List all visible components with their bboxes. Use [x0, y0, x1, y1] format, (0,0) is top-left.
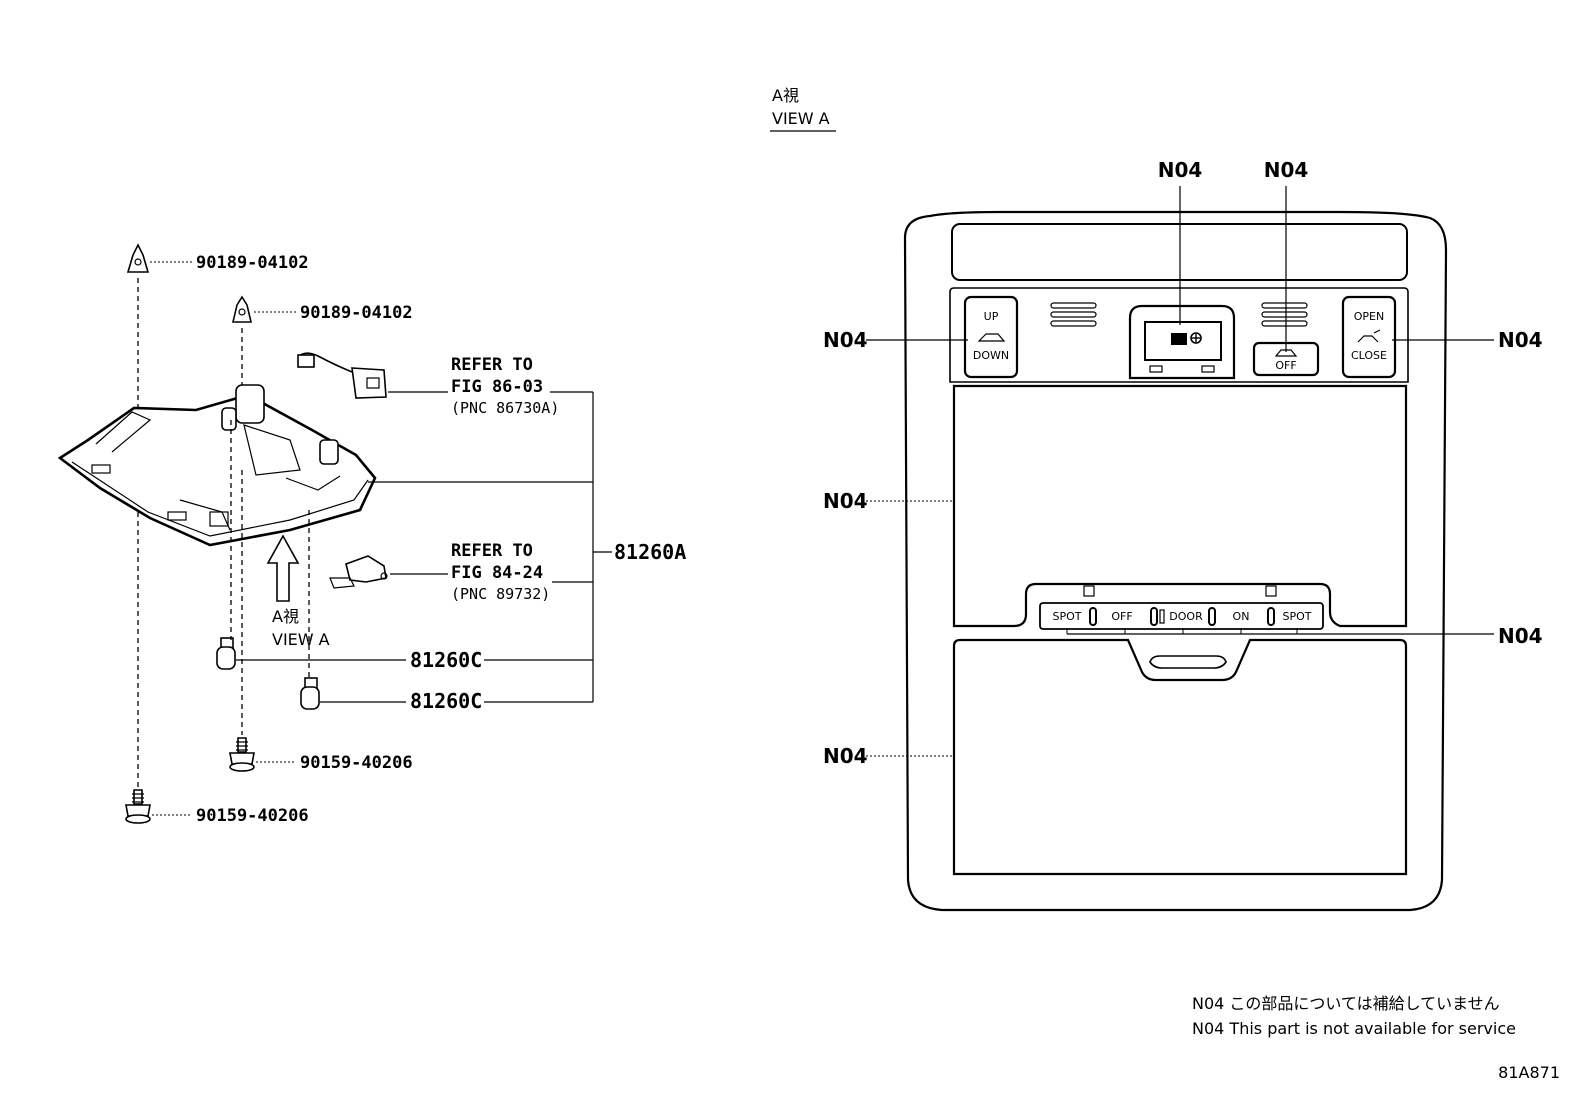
screw-upper-icon — [229, 737, 255, 772]
view-label-jp-left: A視 — [272, 607, 299, 626]
sunroof-close-label: CLOSE — [1351, 349, 1387, 362]
footnote-jp: N04 この部品については補給していません — [1192, 994, 1500, 1013]
view-a-panel: A視 VIEW A UP DOWN — [770, 86, 1543, 912]
n04-callout-lower-lens: N04 — [823, 744, 868, 768]
map-lamp-lens-lower — [952, 638, 1408, 876]
n04-callout-tilt-button: N04 — [823, 328, 868, 352]
sunroof-open-label: OPEN — [1354, 310, 1384, 323]
roof-console-housing-icon — [57, 384, 377, 547]
console-outer-frame — [903, 210, 1448, 912]
ref1-line1: REFER TO — [451, 355, 533, 375]
passenger-airbag-icon — [1171, 332, 1202, 345]
speaker-grille-left — [1050, 302, 1097, 327]
lens-release-tab[interactable] — [1149, 655, 1227, 669]
switch-label-off: OFF — [1111, 610, 1132, 623]
ref2-line3: (PNC 89732) — [451, 585, 550, 603]
airbag-indicator-housing — [1128, 304, 1236, 380]
switch-label-door: DOOR — [1169, 610, 1203, 623]
switch-label-spot-left: SPOT — [1053, 610, 1082, 623]
sensor-connector-icon — [329, 555, 388, 589]
n04-callout-airbag-off: N04 — [1264, 158, 1309, 182]
map-lamp-lens-upper — [952, 384, 1408, 628]
speaker-grille-right — [1261, 302, 1308, 327]
sunroof-up-label: UP — [984, 310, 999, 323]
sunroof-tilt-button[interactable] — [963, 295, 1019, 379]
switch-label-spot-right: SPOT — [1283, 610, 1312, 623]
screw-lower-icon — [125, 789, 151, 824]
ref1-line3: (PNC 86730A) — [451, 399, 559, 417]
exploded-assembly: 90189-04102 90189-04102 — [57, 243, 686, 826]
sunroof-slide-button[interactable] — [1341, 295, 1397, 379]
spot-right-slider[interactable] — [1267, 607, 1275, 626]
ref2-line2: FIG 84-24 — [451, 563, 543, 583]
n04-callout-upper-lens: N04 — [823, 489, 868, 513]
part-number-screw-lower: 90159-40206 — [196, 806, 309, 826]
view-label-en-right: VIEW A — [772, 109, 830, 128]
car-tilt-icon — [977, 333, 1006, 342]
car-slide-icon — [1357, 329, 1381, 343]
sunroof-down-label: DOWN — [973, 349, 1009, 362]
figure-code: 81A871 — [1498, 1063, 1560, 1082]
view-arrow-icon — [266, 534, 300, 602]
bulb-upper-icon — [216, 637, 236, 670]
part-number-screw-upper: 90159-40206 — [300, 753, 413, 773]
view-label-en-left: VIEW A — [272, 630, 330, 649]
mode-door-slider[interactable] — [1208, 607, 1216, 626]
console-button-row — [949, 287, 1409, 383]
n04-callout-slide-button: N04 — [1498, 328, 1543, 352]
bulb-lower-icon — [300, 677, 320, 710]
ref2-line1: REFER TO — [451, 541, 533, 561]
airbag-off-label: OFF — [1275, 359, 1296, 372]
clip-second-icon — [231, 295, 253, 323]
part-number-assembly: 81260A — [614, 540, 686, 564]
airbag-off-car-icon — [1274, 349, 1298, 357]
spot-left-slider[interactable] — [1089, 607, 1097, 626]
part-number-bulb-upper: 81260C — [410, 648, 482, 672]
airbag-indicator-display — [1144, 321, 1222, 361]
part-number-bulb-lower: 81260C — [410, 689, 482, 713]
part-number-clip-second: 90189-04102 — [300, 303, 413, 323]
wire-harness-icon — [297, 352, 387, 399]
footnote-en: N04 This part is not available for servi… — [1192, 1019, 1516, 1038]
mode-off-slider[interactable] — [1150, 607, 1158, 626]
ref1-line2: FIG 86-03 — [451, 377, 543, 397]
part-number-clip-top: 90189-04102 — [196, 253, 309, 273]
lamp-switch-strip: SPOT OFF DOOR ON SPOT — [1039, 585, 1324, 634]
switch-label-on: ON — [1233, 610, 1250, 623]
clip-top-icon — [126, 243, 150, 273]
n04-callout-indicator: N04 — [1158, 158, 1203, 182]
n04-callout-switch-strip: N04 — [1498, 624, 1543, 648]
view-label-jp-right: A視 — [772, 86, 799, 105]
